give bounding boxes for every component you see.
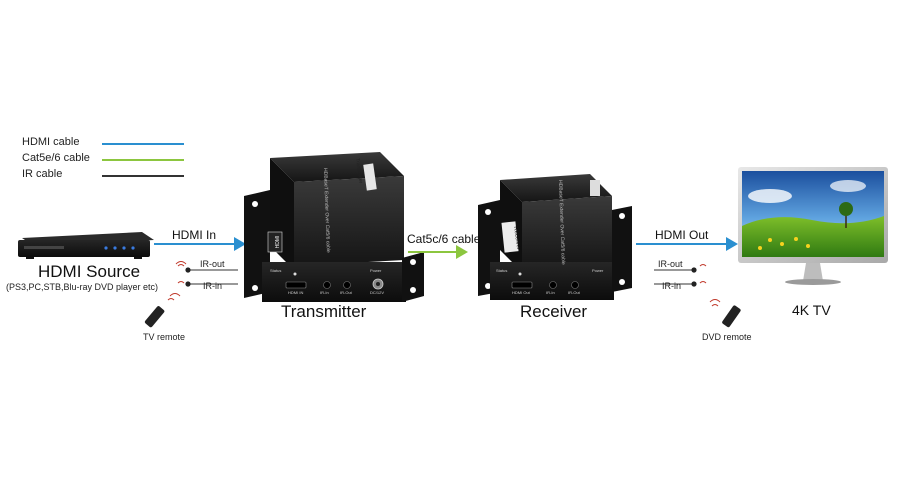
hdmi-logo-icon: HDMI: [267, 231, 283, 253]
receiver-title: Receiver: [520, 302, 588, 321]
rx-port-ir-out: IR-Out: [568, 290, 580, 295]
hdmi-in-arrow: [154, 237, 246, 251]
tv-remote-label: TV remote: [143, 332, 186, 342]
left-ir-lines: [190, 269, 238, 285]
legend-hdmi-label: HDMI cable: [22, 136, 80, 148]
legend-ir-line: [102, 175, 184, 177]
hdmi-out-arrow: [636, 237, 738, 251]
source-title: HDMI Source: [38, 262, 141, 281]
left-ir-out-label: IR-out: [200, 259, 225, 269]
source-subtitle: (PS3,PC,STB,Blu-ray DVD player etc): [6, 282, 159, 292]
rx-port-status: Status: [496, 268, 508, 273]
right-ir-lines: [654, 264, 707, 287]
svg-text:HDMI: HDMI: [275, 236, 281, 249]
legend-hdmi-line: [102, 143, 184, 145]
transmitter-device: HDMI: [244, 152, 424, 302]
left-ir-in-label: IR-in: [203, 281, 223, 291]
legend-cat-line: [102, 159, 184, 161]
hdmi-source-device: [18, 232, 154, 259]
rx-port-hdmi-out: HDMI Out: [512, 290, 530, 295]
tx-port-status: Status: [270, 268, 282, 273]
legend-ir-label: IR cable: [22, 168, 63, 180]
dvd-remote-icon: [709, 299, 741, 328]
hdmi-out-label: HDMI Out: [655, 228, 709, 242]
legend-cat-label: Cat5e/6 cable: [22, 152, 90, 164]
rx-port-ir-in: IR-In: [546, 290, 555, 295]
cat-cable-label: Cat5c/6 cable: [407, 232, 481, 246]
tx-port-ir-in: IR-In: [320, 290, 329, 295]
tx-port-power: Power: [370, 268, 382, 273]
tx-port-ir-out: IR-Out: [340, 290, 352, 295]
transmitter-title: Transmitter: [281, 302, 367, 321]
hdmi-in-label: HDMI In: [172, 228, 217, 242]
remote-icon: [144, 293, 181, 328]
tv-title: 4K TV: [792, 302, 831, 318]
ir-sensor-icon: [175, 261, 191, 287]
tv-device: [738, 167, 888, 285]
right-ir-in-label: IR-in: [662, 281, 682, 291]
rx-port-power: Power: [592, 268, 604, 273]
receiver-device: [478, 174, 632, 300]
cat-cable-arrow: [408, 245, 468, 259]
dvd-remote-label: DVD remote: [702, 332, 752, 342]
right-ir-out-label: IR-out: [658, 259, 683, 269]
tx-port-hdmi-in: HDMI IN: [288, 290, 304, 295]
tx-port-dc12v: DC/12V: [370, 290, 385, 295]
